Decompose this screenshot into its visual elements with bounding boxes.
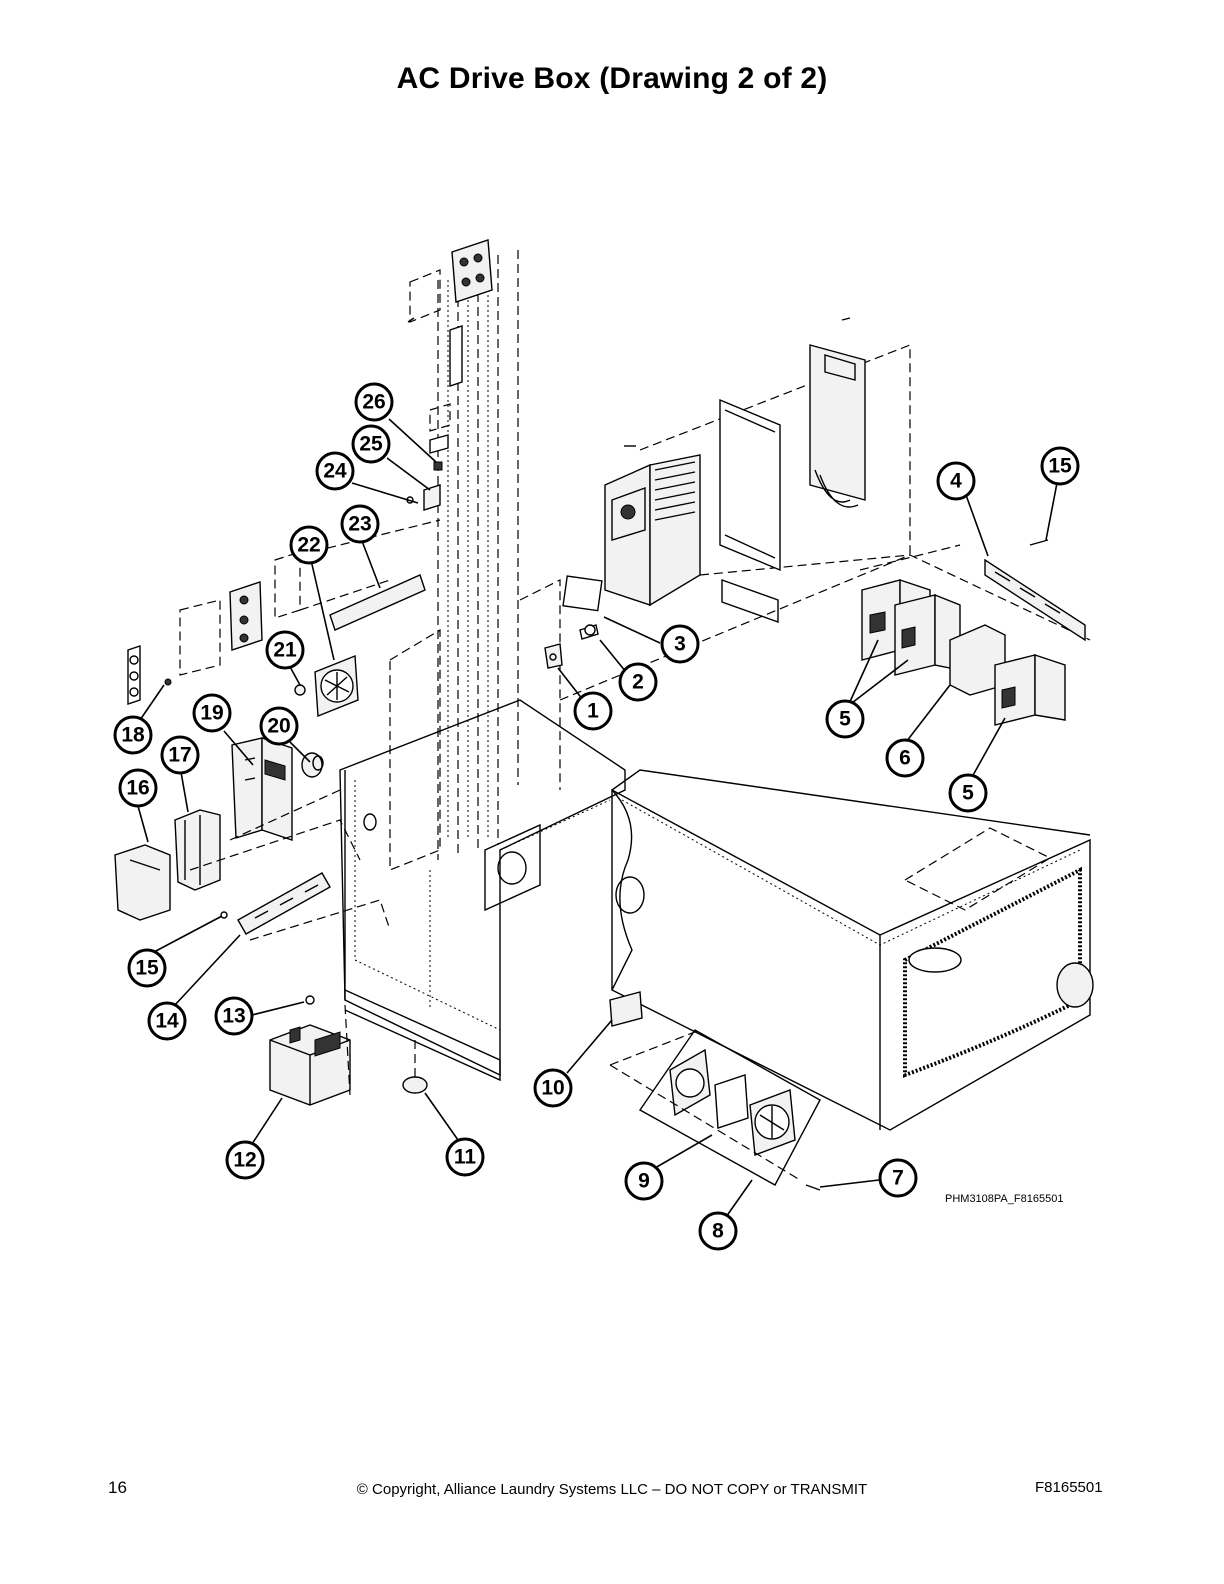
svg-text:23: 23 (348, 513, 371, 536)
svg-text:11: 11 (454, 1146, 477, 1169)
left-components (114, 519, 441, 941)
page-title: AC Drive Box (Drawing 2 of 2) (396, 62, 828, 95)
callout-18: 18 (113, 715, 153, 755)
svg-text:20: 20 (267, 715, 290, 738)
callout-2: 2 (618, 662, 658, 702)
svg-text:10: 10 (541, 1077, 564, 1100)
callout-19: 19 (192, 693, 232, 733)
callout-17: 17 (160, 735, 200, 775)
leader-lines (137, 418, 1058, 1218)
callout-10: 10 (533, 1068, 573, 1108)
svg-text:15: 15 (135, 957, 159, 980)
small-brackets (406, 403, 451, 511)
svg-text:22: 22 (297, 534, 320, 557)
callout-24: 24 (315, 451, 355, 491)
svg-text:2: 2 (632, 671, 644, 694)
callout-25: 25 (351, 424, 391, 464)
callout-6: 6 (885, 738, 925, 778)
callout-22: 22 (289, 525, 329, 565)
callout-14: 14 (147, 1001, 187, 1041)
svg-text:26: 26 (362, 391, 385, 414)
page-number: 16 (108, 1478, 127, 1497)
svg-text:1: 1 (587, 700, 599, 723)
svg-text:5: 5 (962, 782, 974, 805)
svg-text:14: 14 (155, 1010, 179, 1033)
callout-21: 21 (265, 630, 305, 670)
bracket-parts (544, 624, 599, 669)
callout-23: 23 (340, 504, 380, 544)
svg-text:3: 3 (674, 633, 686, 656)
svg-text:13: 13 (222, 1005, 245, 1028)
callout-7: 7 (878, 1158, 918, 1198)
terminal-block-top (407, 239, 493, 387)
svg-text:9: 9 (638, 1170, 650, 1193)
svg-text:12: 12 (233, 1149, 256, 1172)
svg-text:15: 15 (1048, 455, 1072, 478)
fan-kit (609, 991, 821, 1191)
callout-15-right: 15 (1040, 446, 1080, 486)
cabinet-enclosure (611, 769, 1094, 1131)
callout-8: 8 (698, 1211, 738, 1251)
svg-text:19: 19 (200, 702, 223, 725)
callout-15-left: 15 (127, 948, 167, 988)
callout-16: 16 (118, 768, 158, 808)
callout-11: 11 (445, 1137, 485, 1177)
svg-text:25: 25 (359, 433, 383, 456)
callout-13: 13 (214, 996, 254, 1036)
svg-text:18: 18 (121, 724, 145, 747)
document-code: F8165501 (1035, 1479, 1103, 1496)
svg-text:24: 24 (323, 460, 347, 483)
transformer-parts (269, 995, 428, 1106)
svg-text:5: 5 (839, 708, 851, 731)
dashed-rails (437, 250, 519, 860)
box-frame (339, 579, 626, 1082)
svg-text:4: 4 (950, 470, 962, 493)
callout-4: 4 (936, 461, 976, 501)
callout-5-lower: 5 (948, 773, 988, 813)
svg-text:16: 16 (126, 777, 149, 800)
svg-text:17: 17 (168, 744, 191, 767)
callout-26: 26 (354, 382, 394, 422)
svg-text:21: 21 (273, 639, 297, 662)
svg-text:8: 8 (712, 1220, 724, 1243)
drawing-code: PHM3108PA_F8165501 (945, 1193, 1064, 1205)
filter-panels (719, 317, 866, 623)
callout-3: 3 (660, 624, 700, 664)
copyright-notice: © Copyright, Alliance Laundry Systems LL… (356, 1481, 868, 1498)
callout-12: 12 (225, 1140, 265, 1180)
callout-5-upper: 5 (825, 699, 865, 739)
callout-20: 20 (259, 706, 299, 746)
callout-1: 1 (573, 691, 613, 731)
svg-text:7: 7 (892, 1167, 904, 1190)
callout-9: 9 (624, 1161, 664, 1201)
svg-text:6: 6 (899, 747, 911, 770)
ac-drive (562, 344, 911, 612)
